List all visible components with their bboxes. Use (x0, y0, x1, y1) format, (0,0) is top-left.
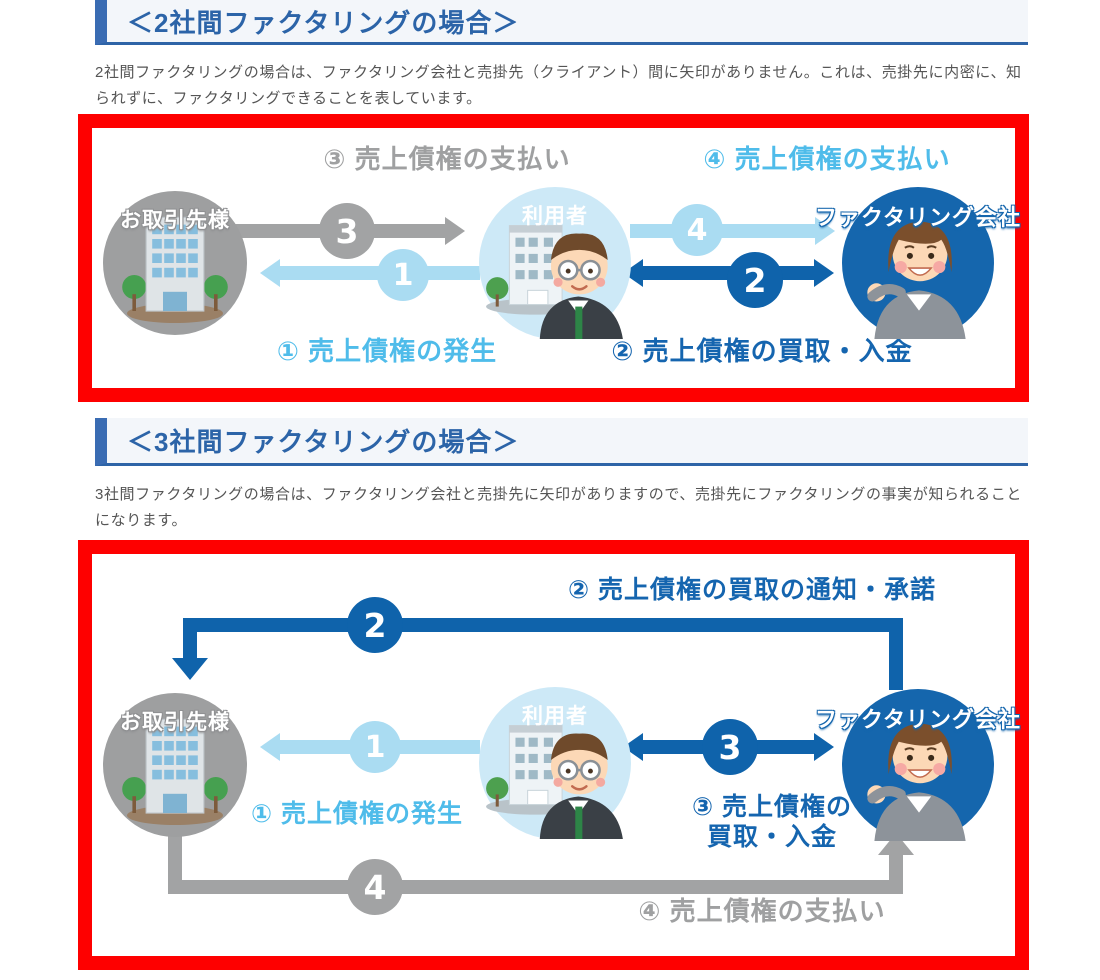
user-building-person-icon (486, 725, 623, 839)
step3-purchase-line2: 買取・入金 (706, 823, 837, 851)
step4-payment-label: ④ 売上債権の支払い (638, 896, 886, 926)
client-building-icon (122, 718, 228, 825)
arrow2-elbow-horizontal (183, 618, 903, 632)
heading-2sha: ＜2社間ファクタリングの場合＞ (95, 0, 1028, 45)
arrow2-downhead-icon (172, 658, 208, 680)
badge-2: 2 (347, 597, 403, 653)
diagram-3sha-frame: ② 売上債権の買取の通知・承諾 2 1 ① 売上債権の発生 3 ③ 売上債権の … (78, 540, 1029, 970)
badge-3: 3 (319, 203, 375, 259)
arrow4-head-icon (815, 217, 835, 245)
client-entity: お取引先様 (103, 693, 247, 837)
diagram-2sha-frame: ③ 売上債権の支払い ④ 売上債権の支払い 3 1 4 2 ① 売上債権の発生 … (78, 114, 1029, 402)
user-building-person-icon (486, 224, 623, 339)
user-entity-label: 利用者 (522, 705, 588, 728)
arrow1-head-icon (260, 733, 280, 761)
heading-2sha-text: ＜2社間ファクタリングの場合＞ (127, 7, 520, 38)
arrow4-right-vertical (889, 854, 903, 894)
heading-3sha-text: ＜3社間ファクタリングの場合＞ (127, 427, 520, 457)
client-entity: お取引先様 (103, 191, 247, 335)
step3-purchase-line1: ③ 売上債権の (691, 793, 853, 821)
badge-4: 4 (671, 204, 723, 256)
factor-entity-label: ファクタリング会社 (814, 707, 1022, 732)
factor-entity-label: ファクタリング会社 (814, 205, 1022, 230)
factor-woman-icon (867, 221, 966, 339)
badge-2: 2 (727, 252, 783, 308)
user-entity: 利用者 (479, 187, 631, 339)
step3-purchase-label: ③ 売上債権の 買取・入金 (637, 792, 907, 852)
badge-3: 3 (702, 719, 758, 775)
badge-4: 4 (347, 859, 403, 915)
arrow4-left-vertical (168, 830, 182, 894)
arrow2-righthead-icon (814, 259, 834, 287)
factor-woman-icon (867, 723, 966, 841)
arrow1-head-icon (260, 259, 280, 287)
client-entity-label: お取引先様 (120, 209, 230, 232)
arrow2-elbow-right-vertical (889, 618, 903, 690)
arrow3-righthead-icon (814, 733, 834, 761)
factor-entity: ファクタリング会社 (815, 187, 1020, 339)
user-man (539, 233, 623, 339)
badge-1: 1 (377, 249, 429, 301)
arrow3-head-icon (445, 217, 465, 245)
step1-occurrence-label: ① 売上債権の発生 (276, 336, 498, 366)
client-entity-label: お取引先様 (120, 711, 230, 734)
heading-3sha: ＜3社間ファクタリングの場合＞ (95, 418, 1028, 466)
user-entity-label: 利用者 (522, 205, 588, 228)
step2-purchase-label: ② 売上債権の買取・入金 (611, 336, 913, 366)
step2-notice-label: ② 売上債権の買取の通知・承諾 (567, 576, 937, 604)
badge-1: 1 (349, 721, 401, 773)
paragraph-2sha: 2社間ファクタリングの場合は、ファクタリング会社と売掛先（クライアント）間に矢印… (95, 64, 1022, 108)
paragraph-3sha: 3社間ファクタリングの場合は、ファクタリング会社と売掛先に矢印がありますので、売… (95, 486, 1022, 530)
step4-payment-label: ④ 売上債権の支払い (703, 144, 951, 174)
step3-payment-label: ③ 売上債権の支払い (323, 144, 571, 174)
user-man (539, 733, 623, 839)
user-entity: 利用者 (479, 687, 631, 839)
step1-occurrence-label: ① 売上債権の発生 (250, 800, 464, 828)
arrow2-elbow-left-vertical (183, 618, 197, 660)
client-building-icon (122, 216, 228, 323)
factor-entity: ファクタリング会社 (815, 689, 1020, 841)
